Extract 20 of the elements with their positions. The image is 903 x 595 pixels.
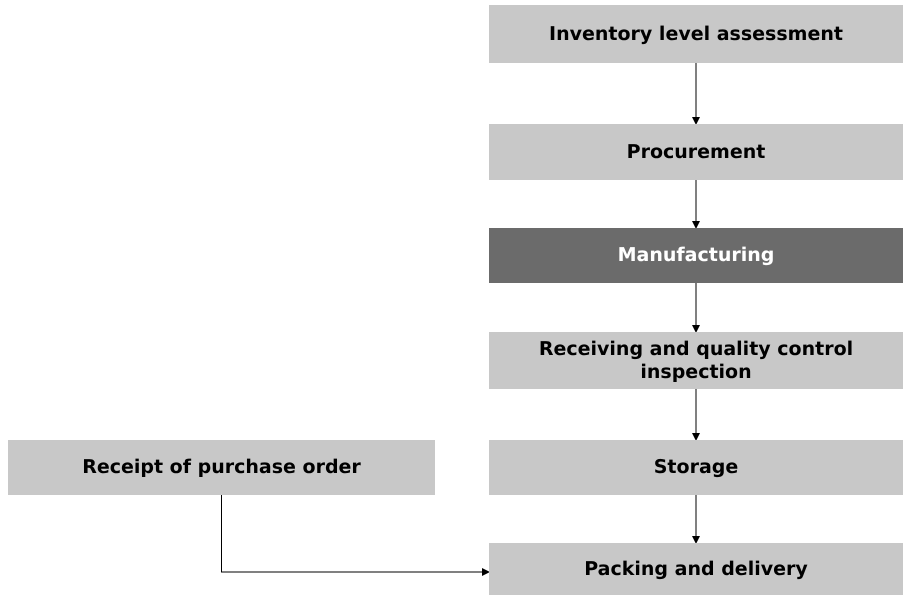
process-box	[489, 440, 903, 495]
process-box	[489, 543, 903, 595]
box-label: Packing and delivery	[584, 558, 808, 580]
box-label: Procurement	[626, 140, 766, 164]
process-box	[8, 440, 435, 495]
box-label: Receipt of purchase order	[82, 456, 361, 479]
process-box	[489, 124, 903, 180]
arrow	[692, 180, 700, 229]
box-label: Inventory level assessment	[549, 22, 843, 46]
box-label: Receiving and quality control inspection	[538, 338, 854, 384]
arrow	[692, 388, 700, 441]
process-box	[489, 5, 903, 63]
arrow	[692, 494, 700, 544]
box-label: Manufacturing	[618, 244, 774, 267]
arrow	[692, 62, 700, 125]
box-label: Storage	[654, 456, 738, 479]
process-box	[489, 228, 903, 283]
arrow	[692, 282, 700, 333]
arrow	[221, 494, 490, 576]
process-box	[489, 332, 903, 389]
